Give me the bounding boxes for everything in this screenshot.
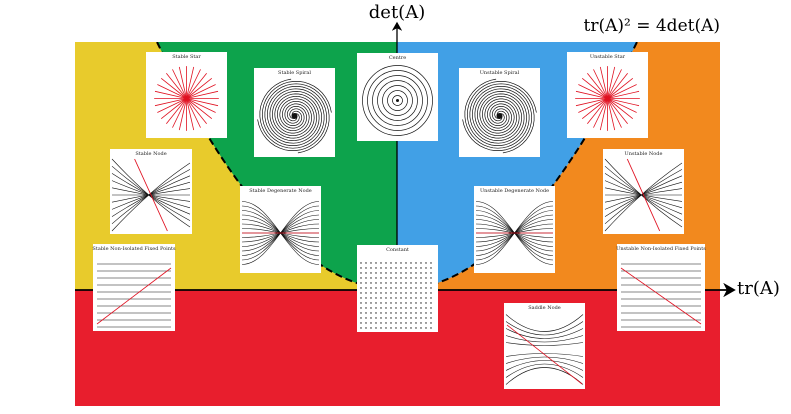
- panel-title: Saddle Node: [528, 305, 561, 311]
- panel-title: Stable Non-Isolated Fixed Points: [92, 246, 176, 252]
- panel-background: [357, 245, 438, 332]
- panel-title: Constant: [386, 247, 409, 253]
- panel-title: Unstable Degenerate Node: [480, 188, 549, 194]
- panel-stable-spiral: Stable Spiral: [254, 68, 335, 157]
- panel-stable-non-isolated: Stable Non-Isolated Fixed Points: [92, 244, 176, 331]
- panel-title: Unstable Node: [625, 151, 663, 157]
- panel-unstable-degenerate-node: Unstable Degenerate Node: [474, 186, 555, 273]
- panel-title: Stable Spiral: [278, 70, 311, 76]
- panel-title: Stable Degenerate Node: [249, 188, 312, 194]
- panel-title: Unstable Non-Isolated Fixed Points: [616, 246, 706, 252]
- panel-unstable-node: Unstable Node: [603, 149, 684, 234]
- det-axis-label: det(A): [369, 2, 425, 23]
- parabola-curve: [156, 42, 638, 292]
- panel-saddle-node: Saddle Node: [504, 303, 585, 389]
- panel-background: [240, 186, 321, 273]
- panel-stable-degenerate-node: Stable Degenerate Node: [240, 186, 321, 273]
- panel-title: Unstable Spiral: [480, 70, 520, 76]
- panel-title: Unstable Star: [590, 54, 626, 60]
- panel-title: Stable Node: [135, 151, 166, 157]
- panel-background: [603, 149, 684, 234]
- panel-centre: Centre: [357, 53, 438, 141]
- panel-title: Stable Star: [172, 54, 201, 60]
- panel-background: [357, 53, 438, 141]
- panel-unstable-non-isolated: Unstable Non-Isolated Fixed Points: [616, 244, 706, 331]
- panel-constant: Constant: [357, 245, 438, 332]
- panel-background: [110, 149, 192, 234]
- panel-stable-star: Stable Star: [146, 52, 227, 138]
- panel-unstable-star: Unstable Star: [567, 52, 648, 138]
- panel-stable-node: Stable Node: [110, 149, 192, 234]
- panel-unstable-spiral: Unstable Spiral: [459, 68, 540, 157]
- panel-title: Centre: [389, 55, 406, 61]
- panel-background: [504, 303, 585, 389]
- tr-axis-label: tr(A): [737, 278, 780, 299]
- parabola-label: tr(A)² = 4det(A): [584, 16, 721, 36]
- panel-background: [474, 186, 555, 273]
